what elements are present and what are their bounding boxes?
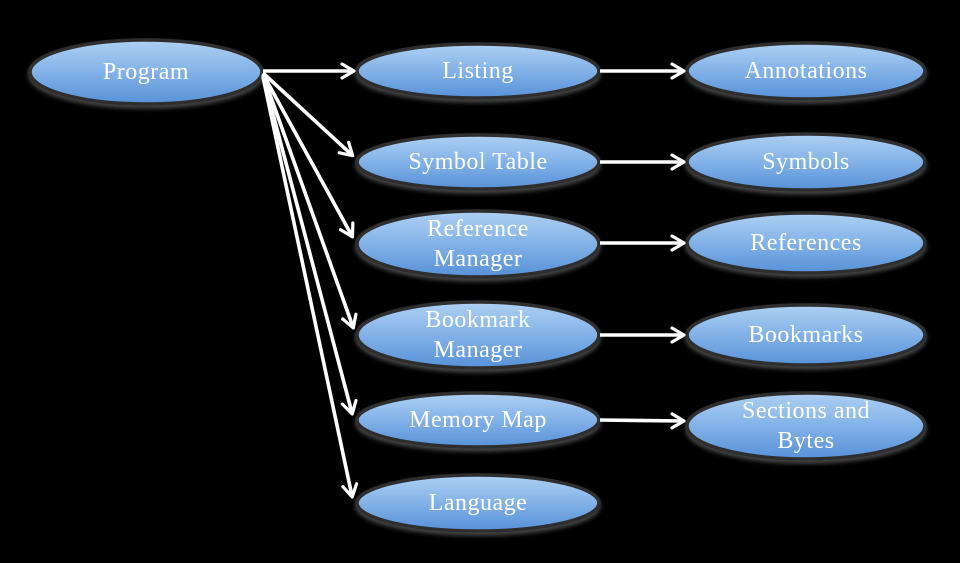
node-sections-and-bytes-shape: [685, 391, 927, 461]
edge-program-to-bookmark-manager: [261, 74, 358, 330]
node-annotations-label-line: Annotations: [745, 58, 868, 84]
node-language-label: Language: [429, 490, 528, 516]
node-bookmark-manager-shape: [355, 300, 601, 370]
node-listing-shape: [355, 42, 601, 100]
node-listing: Listing: [355, 42, 601, 100]
node-symbols: Symbols: [685, 132, 927, 192]
node-program-shape: [28, 38, 264, 106]
node-references-shape: [685, 211, 927, 275]
node-program-label: Program: [103, 59, 189, 85]
node-bookmarks-shape: [685, 303, 927, 367]
node-memory-map-label-line: Memory Map: [409, 407, 547, 433]
node-memory-map-label: Memory Map: [409, 407, 547, 433]
node-language: Language: [355, 473, 601, 533]
node-program-label-line: Program: [103, 59, 189, 85]
node-reference-manager-label-line: Manager: [434, 246, 523, 272]
node-memory-map: Memory Map: [355, 391, 601, 449]
edge-program-to-language: [261, 76, 359, 499]
node-language-shape: [355, 473, 601, 533]
node-references: References: [685, 211, 927, 275]
node-symbol-table-label-line: Symbol Table: [408, 149, 547, 175]
node-listing-label-line: Listing: [442, 58, 514, 84]
node-references-label: References: [750, 230, 862, 256]
edge-memory-map-to-sections-and-bytes: [599, 412, 686, 430]
node-sections-and-bytes-label-line: Bytes: [777, 428, 834, 454]
node-language-label-line: Language: [429, 490, 528, 516]
node-bookmarks: Bookmarks: [685, 303, 927, 367]
node-symbol-table-shape: [355, 133, 601, 191]
node-reference-manager-label-line: Reference: [427, 216, 529, 242]
node-references-label-line: References: [750, 230, 862, 256]
node-symbols-label-line: Symbols: [762, 149, 850, 175]
node-reference-manager-shape: [355, 209, 601, 279]
node-symbol-table: Symbol Table: [355, 133, 601, 191]
node-bookmark-manager-label-line: Manager: [434, 337, 523, 363]
node-memory-map-shape: [355, 391, 601, 449]
node-bookmarks-label-line: Bookmarks: [748, 322, 863, 348]
node-listing-label: Listing: [442, 58, 514, 84]
node-bookmarks-label: Bookmarks: [748, 322, 863, 348]
node-bookmark-manager-label-line: Bookmark: [425, 307, 530, 333]
node-symbols-label: Symbols: [762, 149, 850, 175]
node-annotations-label: Annotations: [745, 58, 868, 84]
node-symbols-shape: [685, 132, 927, 192]
node-annotations-shape: [685, 41, 927, 101]
edge-program-to-memory-map: [261, 75, 358, 416]
node-symbol-table-label: Symbol Table: [408, 149, 547, 175]
node-annotations: Annotations: [685, 41, 927, 101]
node-program: Program: [28, 38, 264, 106]
edge-program-to-reference-manager: [261, 73, 355, 239]
edge-program-to-symbol-table: [261, 71, 355, 158]
node-sections-and-bytes-label-line: Sections and: [742, 398, 870, 424]
